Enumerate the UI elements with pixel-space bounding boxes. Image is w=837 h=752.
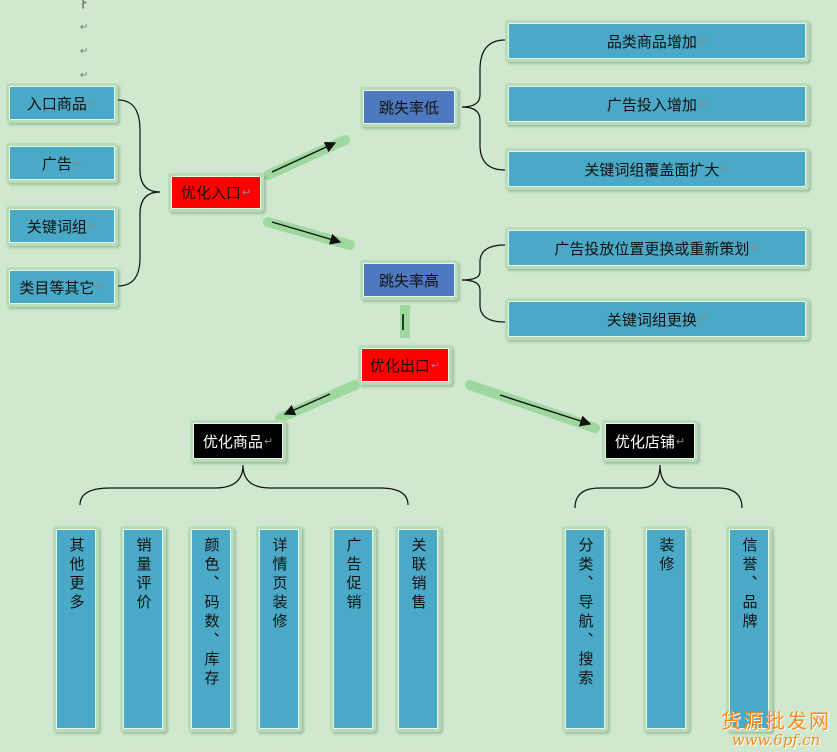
arrow-exit-to-store [465,380,600,433]
brace-low [461,39,506,171]
return-mark: ↵ [72,156,83,170]
arrow-entry-to-low [263,135,350,180]
optimize-goods-node[interactable]: 优化商品↵ [190,420,286,462]
input-label: 关键词组 [26,217,87,236]
store-item-decoration[interactable]: 装修 [643,526,689,732]
goods-item-related-sales[interactable]: 关联销售 [395,526,441,732]
brace-goods [79,464,409,506]
site-watermark: 货源批发网 www.6pf.cn [721,710,831,749]
goods-item-more[interactable]: 其他更多 [53,526,99,732]
node-label: 跳失率高 [378,271,439,290]
goods-item-ad-promo[interactable]: 广告促销 [330,526,376,732]
action-label: 广告投入增加 [606,95,697,114]
input-box-entry-goods[interactable]: 入口商品↵ [6,83,118,123]
return-mark: ↵ [697,34,708,48]
action-box-keyword-replace[interactable]: 关键词组更换↵ [505,298,809,340]
action-label: 广告投放位置更换或重新策划 [554,239,750,258]
return-mark: ↵ [95,280,105,294]
store-item-reputation[interactable]: 信誉、品牌 [726,526,772,732]
optimize-store-node[interactable]: 优化店铺↵ [602,420,698,462]
input-label: 广告 [41,154,72,173]
input-label: 类目等其它 [19,278,95,297]
return-mark: ↵ [241,186,252,199]
paragraph-mark: ↵ [80,46,89,57]
return-mark: ↵ [697,312,708,326]
brace-high [461,244,506,323]
goods-item-label: 其他更多 [67,537,86,613]
node-label: 跳失率低 [378,98,439,117]
paragraph-mark: ↵ [80,70,89,81]
node-label: 优化店铺 [614,432,675,451]
optimize-entry-node[interactable]: 优化入口↵ [168,173,264,212]
action-box-ads-increase[interactable]: 广告投入增加↵ [505,83,809,125]
return-mark: ↵ [263,434,274,448]
goods-item-sales-reviews[interactable]: 销量评价 [120,526,166,732]
return-mark: ↵ [87,96,98,110]
goods-item-label: 颜色、码数、库存 [202,537,221,689]
left-brace [117,99,161,287]
return-mark: ↵ [720,162,730,176]
input-box-category[interactable]: 类目等其它↵ [6,267,118,307]
paragraph-mark: ↵ [80,22,89,33]
return-mark: ↵ [697,97,708,111]
action-box-ad-placement[interactable]: 广告投放位置更换或重新策划↵ [505,227,809,269]
store-item-navigation[interactable]: 分类、导航、搜索 [562,526,608,732]
action-label: 关键词组覆盖面扩大 [584,160,720,179]
paragraph-mark: ┣ [80,0,87,9]
store-item-label: 装修 [657,537,676,575]
store-item-label: 分类、导航、搜索 [576,537,595,689]
bounce-high-node[interactable]: 跳失率高 [360,260,458,300]
store-item-label: 信誉、品牌 [740,537,759,632]
node-label: 优化出口 [369,356,430,375]
return-mark: ↵ [87,219,98,233]
input-box-keywords[interactable]: 关键词组↵ [6,206,118,246]
watermark-title: 货源批发网 [721,708,831,733]
watermark-url: www.6pf.cn [731,730,821,749]
input-label: 入口商品 [26,94,87,113]
node-label: 优化商品 [202,432,263,451]
action-box-keyword-expand[interactable]: 关键词组覆盖面扩大↵ [505,148,809,190]
goods-item-label: 销量评价 [134,537,153,613]
input-box-ads[interactable]: 广告↵ [6,143,118,183]
brace-store [574,464,743,509]
goods-item-color-size-stock[interactable]: 颜色、码数、库存 [188,526,234,732]
goods-item-label: 详情页装修 [270,537,289,632]
node-label: 优化入口 [180,184,241,202]
action-box-category-increase[interactable]: 品类商品增加↵ [505,20,809,62]
return-mark: ↵ [750,241,760,255]
optimize-exit-node[interactable]: 优化出口↵ [358,345,452,385]
goods-item-detail-page[interactable]: 详情页装修 [256,526,302,732]
action-label: 关键词组更换 [606,310,697,329]
arrow-entry-to-high [263,217,355,250]
action-label: 品类商品增加 [606,32,697,51]
bounce-low-node[interactable]: 跳失率低 [360,87,458,127]
arrow-high-to-exit [400,305,410,338]
return-mark: ↵ [675,434,686,448]
goods-item-label: 广告促销 [344,537,363,613]
goods-item-label: 关联销售 [409,537,428,613]
arrow-exit-to-goods [275,380,360,423]
return-mark: ↵ [430,358,441,372]
